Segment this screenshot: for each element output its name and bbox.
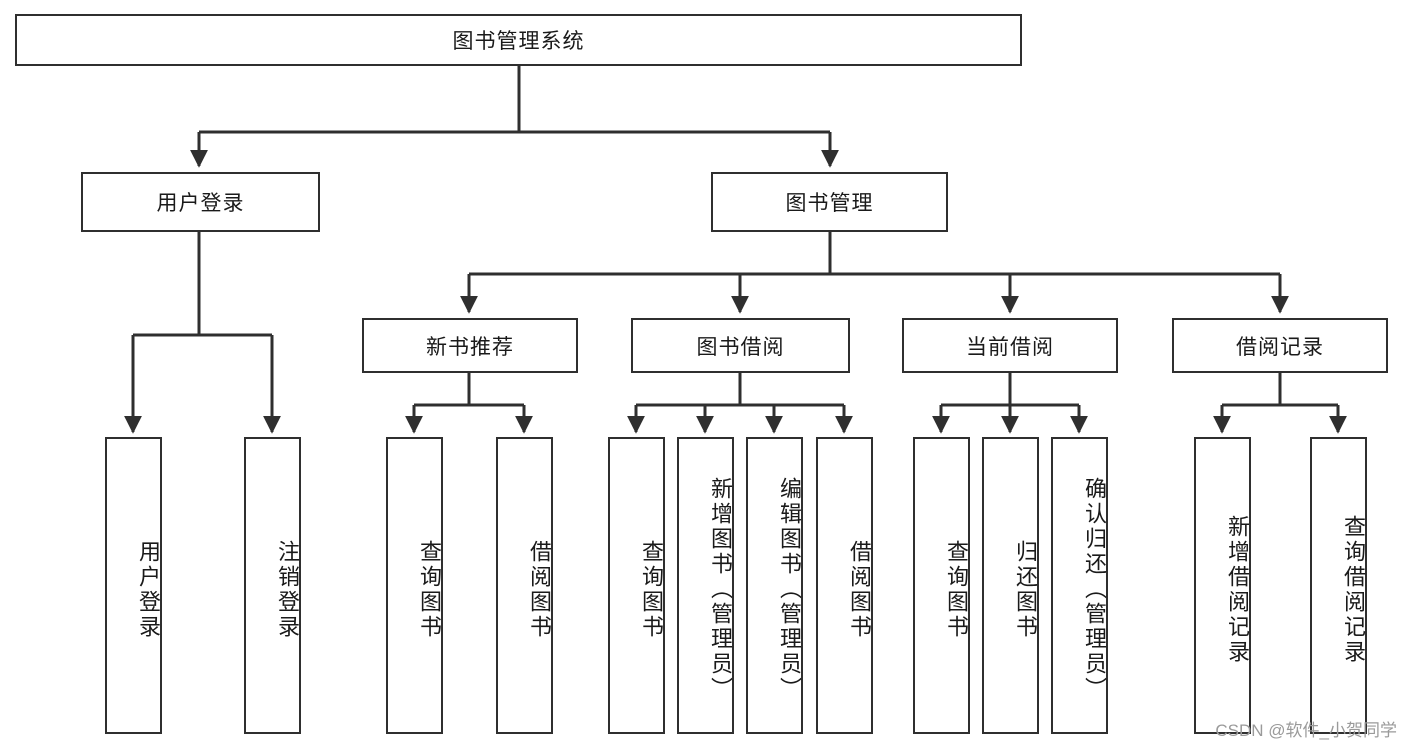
node-new-book-recommend-label: 新书推荐 xyxy=(426,335,514,359)
node-book-borrow[interactable]: 图书借阅 xyxy=(631,318,850,373)
node-current-borrow-label: 当前借阅 xyxy=(966,335,1054,359)
leaf-confirm-return-label: 确认归还（管理员） xyxy=(1082,477,1107,702)
leaf-confirm-return[interactable]: 确认归还（管理员） xyxy=(1051,437,1108,734)
leaf-borrow-book-2-label: 借阅图书 xyxy=(847,539,872,640)
node-user-login-label: 用户登录 xyxy=(156,192,245,215)
leaf-query-book-1-label: 查询图书 xyxy=(417,539,442,640)
leaf-borrow-book-2[interactable]: 借阅图书 xyxy=(816,437,873,734)
node-borrow-record[interactable]: 借阅记录 xyxy=(1172,318,1388,373)
leaf-user-login-label: 用户登录 xyxy=(136,539,161,640)
node-root-label: 图书管理系统 xyxy=(452,30,585,53)
leaf-query-book-1[interactable]: 查询图书 xyxy=(386,437,443,734)
leaf-query-book-2-label: 查询图书 xyxy=(639,539,664,640)
node-root[interactable]: 图书管理系统 xyxy=(15,14,1022,66)
node-borrow-record-label: 借阅记录 xyxy=(1236,335,1324,359)
leaf-query-record[interactable]: 查询借阅记录 xyxy=(1310,437,1367,734)
leaf-return-book[interactable]: 归还图书 xyxy=(982,437,1039,734)
leaf-add-book-label: 新增图书（管理员） xyxy=(708,477,733,702)
leaf-return-book-label: 归还图书 xyxy=(1013,539,1038,640)
leaf-add-record[interactable]: 新增借阅记录 xyxy=(1194,437,1251,734)
leaf-query-book-3[interactable]: 查询图书 xyxy=(913,437,970,734)
leaf-query-record-label: 查询借阅记录 xyxy=(1341,514,1366,665)
watermark: CSDN @软件_小贺同学 xyxy=(1215,721,1397,740)
leaf-logout-label: 注销登录 xyxy=(275,539,300,640)
leaf-borrow-book-1-label: 借阅图书 xyxy=(527,539,552,640)
leaf-add-record-label: 新增借阅记录 xyxy=(1225,514,1250,665)
node-book-manage[interactable]: 图书管理 xyxy=(711,172,948,232)
node-book-borrow-label: 图书借阅 xyxy=(696,335,785,359)
leaf-edit-book[interactable]: 编辑图书（管理员） xyxy=(746,437,803,734)
leaf-add-book[interactable]: 新增图书（管理员） xyxy=(677,437,734,734)
node-book-manage-label: 图书管理 xyxy=(785,192,874,215)
leaf-logout[interactable]: 注销登录 xyxy=(244,437,301,734)
leaf-query-book-2[interactable]: 查询图书 xyxy=(608,437,665,734)
leaf-edit-book-label: 编辑图书（管理员） xyxy=(777,477,802,702)
node-current-borrow[interactable]: 当前借阅 xyxy=(902,318,1118,373)
node-user-login[interactable]: 用户登录 xyxy=(81,172,320,232)
leaf-query-book-3-label: 查询图书 xyxy=(944,539,969,640)
leaf-borrow-book-1[interactable]: 借阅图书 xyxy=(496,437,553,734)
node-new-book-recommend[interactable]: 新书推荐 xyxy=(362,318,578,373)
leaf-user-login[interactable]: 用户登录 xyxy=(105,437,162,734)
